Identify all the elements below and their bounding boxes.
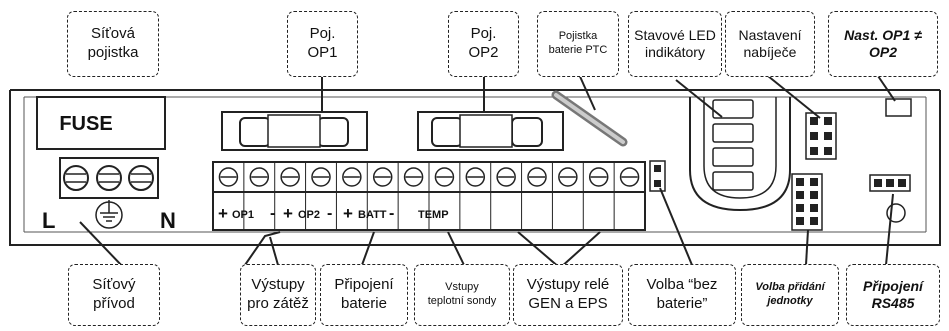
callout-status-leds: Stavové LED indikátory [628,11,722,77]
callout-fuse-op1: Poj. OP1 [287,11,358,77]
callout-load-outputs: Výstupy pro zátěž [240,264,316,326]
callout-no-battery-select: Volba “bez baterie” [628,264,736,326]
battery-ptc-fuse [551,90,628,147]
callout-rs485-text: Připojení RS485 [863,277,923,312]
callout-charger-settings: Nastavení nabíječe [725,11,815,77]
callout-rs485: Připojení RS485 [846,264,940,326]
op2-label: OP2 [298,209,320,221]
op1-label: OP1 [232,209,254,221]
terminal-strip [212,161,646,231]
no-battery-jumper [649,160,666,192]
callout-battery-connection-text: Připojení baterie [334,276,394,312]
op1-op2-jumper [885,98,912,117]
fuse-label: FUSE [59,113,112,135]
mains-terminal-block [59,157,159,199]
op2-plus-label: + [283,204,293,223]
mains-screw [96,165,122,191]
callout-fuse-op1-text: Poj. OP1 [307,25,338,61]
mains-screw [128,165,154,191]
callout-op1-neq-op2: Nast. OP1 ≠ OP2 [828,11,938,77]
callout-battery-ptc-fuse-text: Pojistka baterie PTC [548,30,608,56]
callout-relay-outputs-text: Výstupy relé GEN a EPS [526,276,610,312]
op2-minus-label: - [327,205,332,222]
callout-battery-connection: Připojení baterie [320,264,408,326]
mains-screw [63,165,89,191]
callout-relay-outputs: Výstupy relé GEN a EPS [513,264,623,326]
op2-fuse-holder [417,111,564,151]
leader-lines [79,71,896,270]
temp-label: TEMP [418,209,449,221]
op1-minus-label: - [270,205,275,222]
batt-label: BATT [358,209,387,221]
device-enclosure [9,90,941,246]
mains-fuse-holder [36,96,166,150]
batt-minus-label: - [389,205,394,222]
op1-plus-label: + [218,204,228,223]
callout-no-battery-select-text: Volba “bez baterie” [646,276,718,312]
callout-temp-probe-inputs-text: Vstupy teplotní sondy [427,281,497,307]
callout-add-unit-select-text: Volba přidání jednotky [755,281,825,307]
mains-right-label: N [160,208,176,233]
callout-temp-probe-inputs: Vstupy teplotní sondy [414,264,510,326]
status-led [712,147,754,167]
callout-mains-fuse: Síťová pojistka [67,11,159,77]
op1-fuse-holder [221,111,368,151]
callout-charger-settings-text: Nastavení nabíječe [738,26,802,61]
ground-icon [95,200,123,229]
callout-load-outputs-text: Výstupy pro zátěž [247,276,309,312]
status-led-panel [689,97,791,212]
callout-op1-neq-op2-text: Nast. OP1 ≠ OP2 [844,26,922,61]
callout-battery-ptc-fuse: Pojistka baterie PTC [537,11,619,77]
batt-plus-label: + [343,204,353,223]
mains-left-label: L [42,208,55,233]
callout-mains-input: Síťový přívod [68,264,160,326]
status-led [712,123,754,143]
callout-status-leds-text: Stavové LED indikátory [634,26,716,61]
callout-fuse-op2: Poj. OP2 [448,11,519,77]
callout-mains-input-text: Síťový přívod [92,276,136,312]
status-led [712,171,754,191]
charger-settings-jumpers [805,112,837,160]
callout-fuse-op2-text: Poj. OP2 [468,25,499,61]
add-unit-jumpers [791,173,823,231]
callout-add-unit-select: Volba přidání jednotky [741,264,839,326]
callout-mains-fuse-text: Síťová pojistka [87,25,139,61]
